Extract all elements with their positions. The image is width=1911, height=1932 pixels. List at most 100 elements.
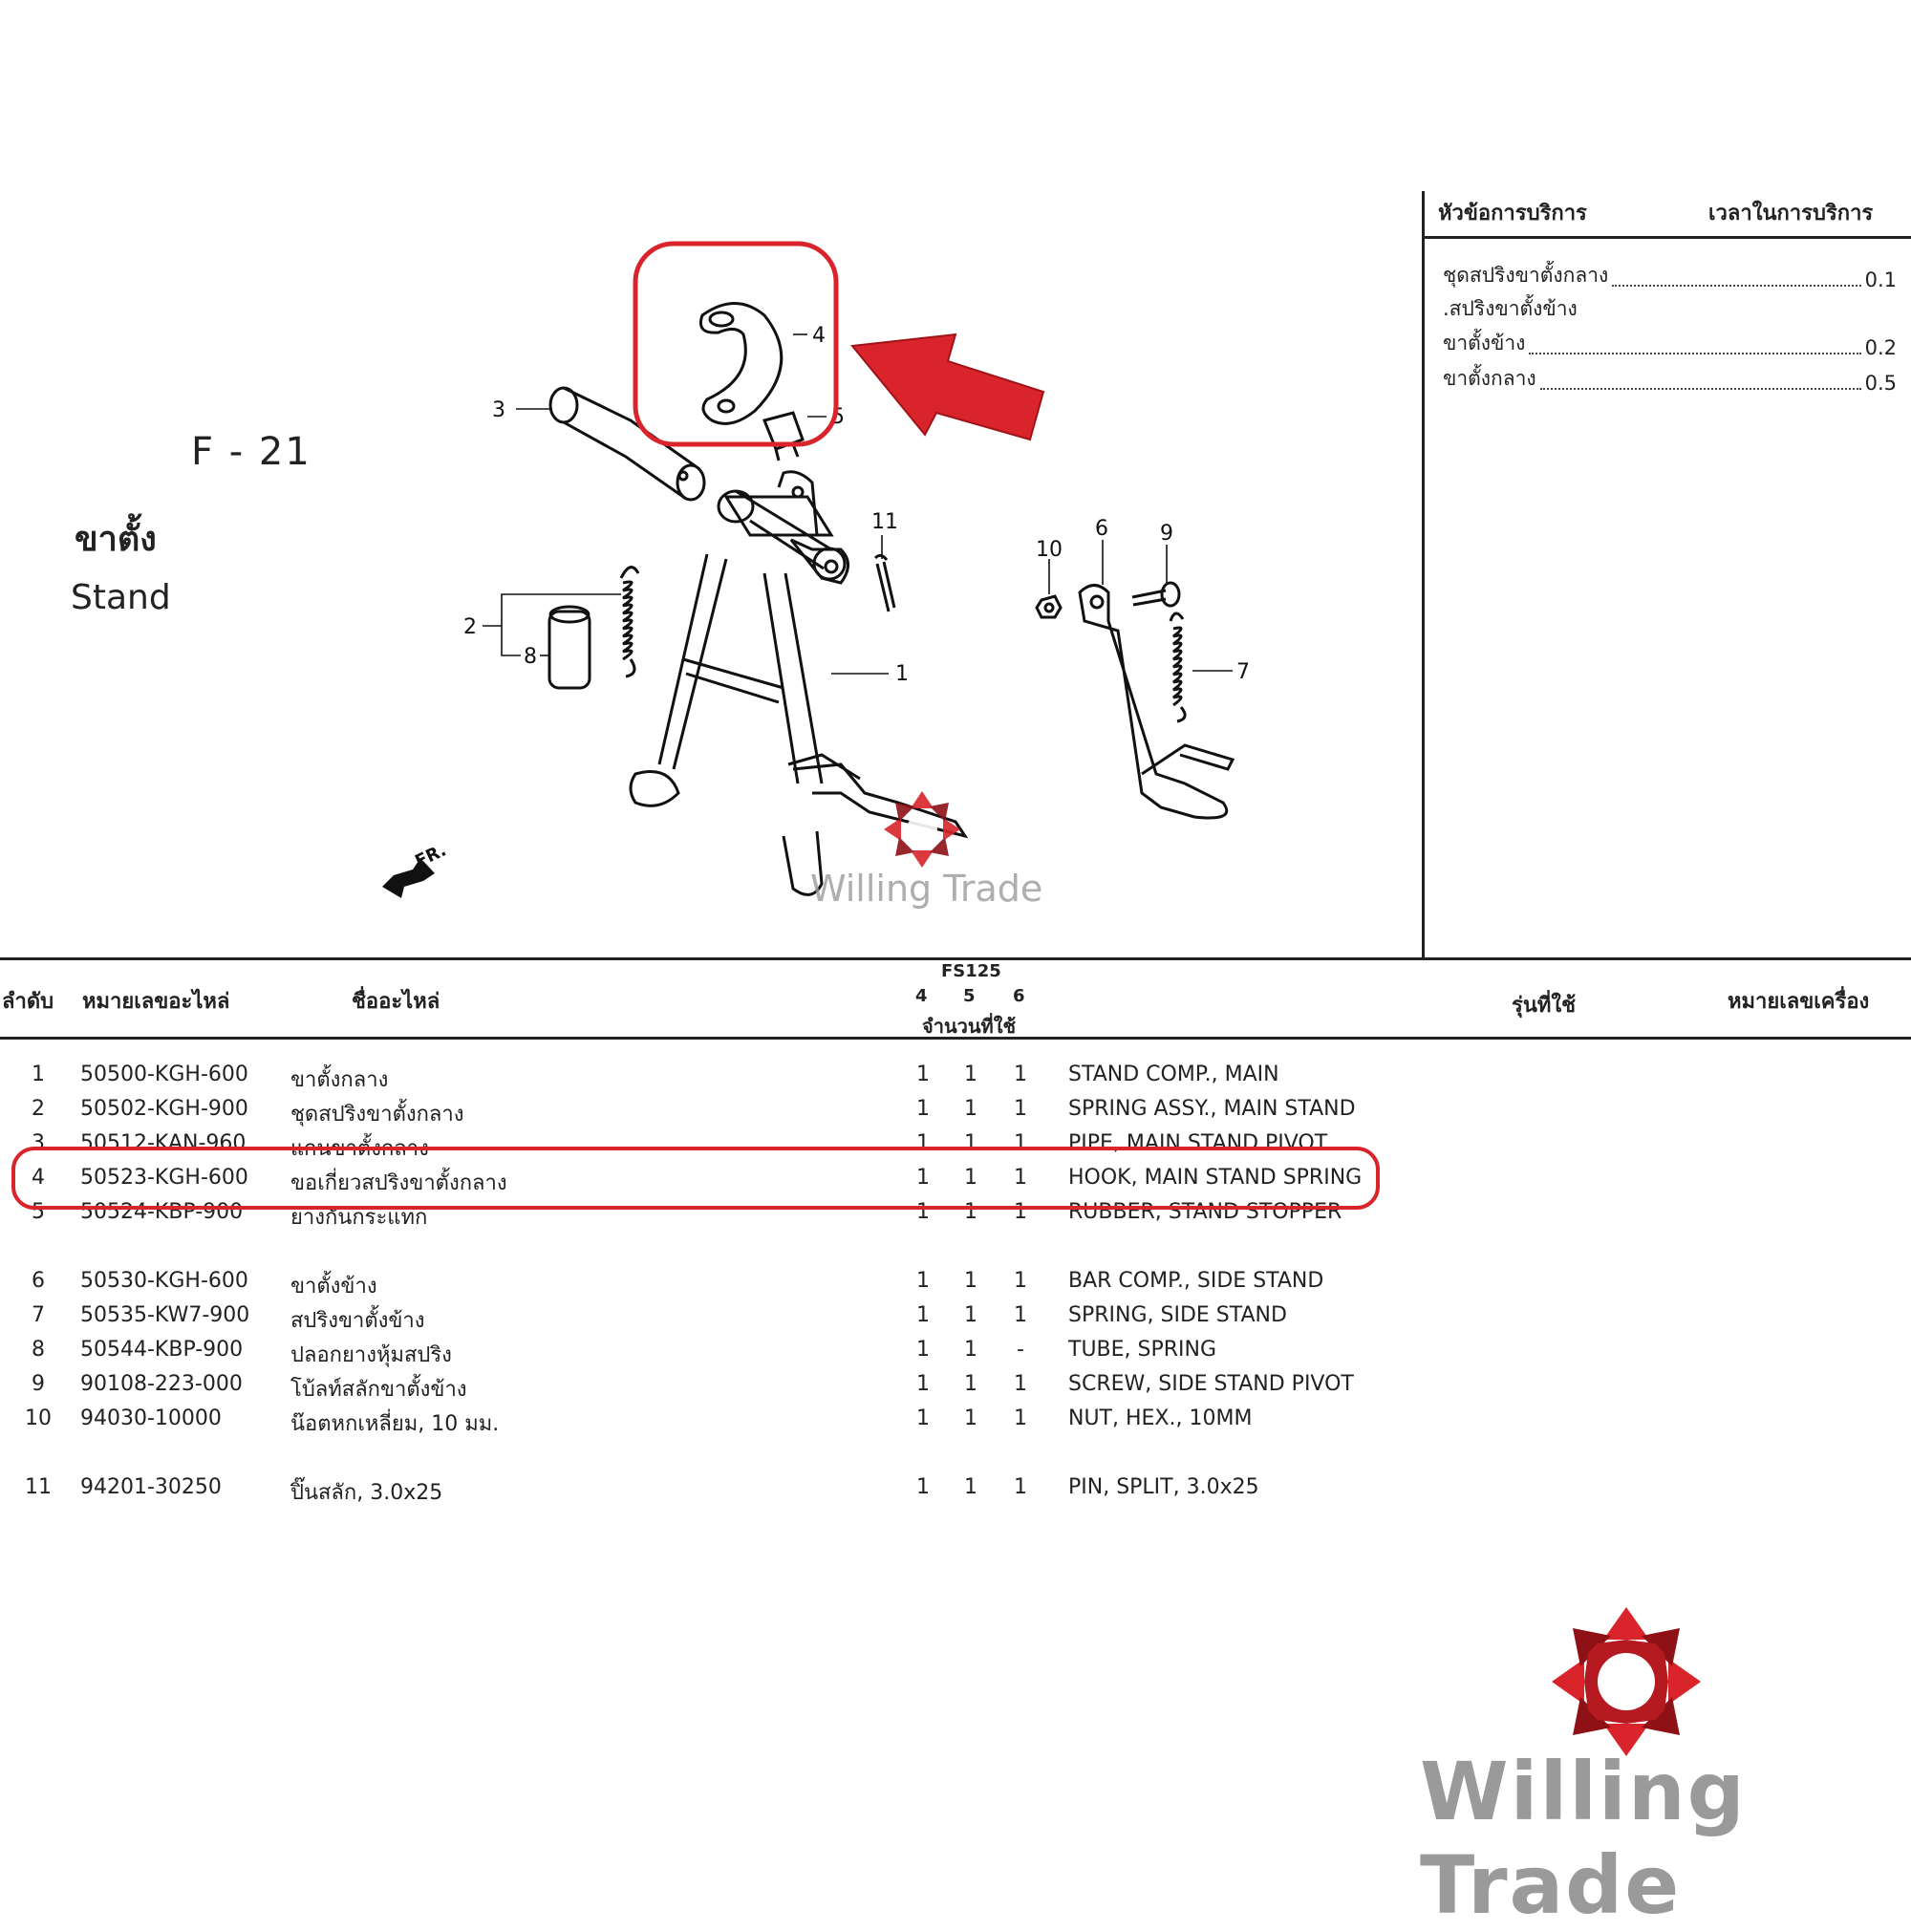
part-name-thai-text: ปิ๊นสลัก, 3.0x25 bbox=[290, 1481, 443, 1505]
part-number: 50524-KBP-900 bbox=[80, 1200, 244, 1224]
col-header-part-name: ชื่ออะไหล่ bbox=[352, 990, 440, 1014]
part-name-english: SPRING, SIDE STAND bbox=[1068, 1303, 1287, 1327]
service-header-item: หัวข้อการบริการ bbox=[1438, 202, 1587, 225]
part-name-english: TUBE, SPRING bbox=[1068, 1338, 1217, 1362]
qty-5: 1 bbox=[964, 1303, 977, 1327]
qty-6: 1 bbox=[1014, 1097, 1027, 1121]
qty-4: 1 bbox=[916, 1166, 930, 1190]
part-name-thai-text: น๊อตหกเหลี่ยม, 10 มม. bbox=[290, 1412, 500, 1436]
part-name-english: PIN, SPLIT, 3.0x25 bbox=[1068, 1475, 1259, 1499]
col-header-part-number: หมายเลขอะไหล่ bbox=[82, 990, 230, 1014]
callout-10: 10 bbox=[1036, 538, 1063, 562]
part-number: 50523-KGH-600 bbox=[80, 1166, 248, 1190]
callout-1: 1 bbox=[895, 662, 909, 686]
callout-6: 6 bbox=[1095, 517, 1108, 541]
col-header-qty: จำนวนที่ใช้ bbox=[922, 1015, 1017, 1038]
qty-5: 1 bbox=[964, 1269, 977, 1293]
part-name-thai-text: สปริงขาตั้งข้าง bbox=[290, 1309, 425, 1333]
qty-6: 1 bbox=[1014, 1303, 1027, 1327]
part-number: 90108-223-000 bbox=[80, 1372, 243, 1396]
qty-4: 1 bbox=[916, 1269, 930, 1293]
part-number: 50530-KGH-600 bbox=[80, 1269, 248, 1293]
qty-6: 1 bbox=[1014, 1269, 1027, 1293]
part-name-english: BAR COMP., SIDE STAND bbox=[1068, 1269, 1324, 1293]
part-7-side-stand-spring bbox=[1169, 612, 1187, 723]
qty-4: 1 bbox=[916, 1372, 930, 1396]
part-name-english: SCREW, SIDE STAND PIVOT bbox=[1068, 1372, 1354, 1396]
part-number: 50500-KGH-600 bbox=[80, 1063, 248, 1086]
qty-5: 1 bbox=[964, 1097, 977, 1121]
part-name-english: STAND COMP., MAIN bbox=[1068, 1063, 1279, 1086]
table-top-rule bbox=[0, 957, 1911, 960]
row-number: 4 bbox=[32, 1166, 45, 1190]
exploded-parts-diagram: 1 2 3 4 5 6 7 8 9 10 11 FR. bbox=[382, 241, 1250, 898]
row-number: 1 bbox=[32, 1063, 45, 1086]
part-name-english: NUT, HEX., 10MM bbox=[1068, 1406, 1253, 1430]
qty-6: 1 bbox=[1014, 1406, 1027, 1430]
watermark-text: Willing Trade bbox=[810, 868, 1043, 910]
row-number: 6 bbox=[32, 1269, 45, 1293]
callout-8: 8 bbox=[524, 645, 537, 669]
qty-col-4: 4 bbox=[915, 986, 928, 1006]
table-row: 10 94030-10000 น๊อตหกเหลี่ยม, 10 มม. 1 1 1 NUT… bbox=[0, 1406, 1911, 1436]
qty-5: 1 bbox=[964, 1338, 977, 1362]
qty-4: 1 bbox=[916, 1303, 930, 1327]
qty-6: 1 bbox=[1014, 1475, 1027, 1499]
brand-name: Willing Trade bbox=[1420, 1745, 1747, 1932]
qty-4: 1 bbox=[916, 1097, 930, 1121]
part-number: 94030-10000 bbox=[80, 1406, 222, 1430]
service-header-time: เวลาในการบริการ bbox=[1708, 202, 1874, 225]
qty-5: 1 bbox=[964, 1063, 977, 1086]
qty-5: 1 bbox=[964, 1475, 977, 1499]
hook-highlight-box bbox=[633, 241, 839, 447]
callout-4: 4 bbox=[812, 324, 826, 348]
qty-4: 1 bbox=[916, 1063, 930, 1086]
figure-title-english: Stand bbox=[71, 578, 171, 617]
col-header-model-used: รุ่นที่ใช้ bbox=[1512, 994, 1577, 1018]
qty-6: - bbox=[1017, 1338, 1024, 1362]
part-name-thai-text: โบ้ลท์สลักขาตั้งข้าง bbox=[290, 1378, 467, 1402]
part-name-thai-text: ปลอกยางหุ้มสปริง bbox=[290, 1343, 452, 1367]
watermark-logo-icon bbox=[884, 791, 960, 868]
qty-col-5: 5 bbox=[963, 986, 976, 1006]
service-row: .สปริงขาตั้งข้าง bbox=[1443, 297, 1578, 320]
row-number: 10 bbox=[25, 1406, 52, 1430]
callout-11: 11 bbox=[871, 510, 898, 534]
callout-7: 7 bbox=[1236, 660, 1250, 684]
part-9-pivot-screw bbox=[1131, 581, 1181, 608]
row-number: 7 bbox=[32, 1303, 45, 1327]
front-label: FR. bbox=[412, 840, 449, 871]
row-number: 9 bbox=[32, 1372, 45, 1396]
qty-6: 1 bbox=[1014, 1166, 1027, 1190]
figure-title-thai: ขาตั้ง bbox=[75, 520, 157, 559]
qty-col-6: 6 bbox=[1013, 986, 1025, 1006]
part-name-english: SPRING ASSY., MAIN STAND bbox=[1068, 1097, 1356, 1121]
row-number: 2 bbox=[32, 1097, 45, 1121]
part-6-side-stand bbox=[1078, 584, 1235, 820]
panel-divider bbox=[1422, 191, 1425, 958]
part-name-thai-text: ขาตั้งข้าง bbox=[290, 1275, 377, 1299]
table-row: 6 50530-KGH-600 ขาตั้งข้าง 1 1 1 BAR COMP., SI… bbox=[0, 1269, 1911, 1299]
callout-2: 2 bbox=[463, 615, 477, 639]
part-number: 94201-30250 bbox=[80, 1475, 222, 1499]
willing-trade-logo-icon bbox=[1552, 1607, 1701, 1756]
row-number: 11 bbox=[25, 1475, 52, 1499]
part-name-thai-text: ขาตั้งกลาง bbox=[290, 1068, 389, 1092]
qty-6: 1 bbox=[1014, 1372, 1027, 1396]
qty-4: 1 bbox=[916, 1406, 930, 1430]
table-header-rule bbox=[0, 1037, 1911, 1040]
part-name-english: PIPE, MAIN STAND PIVOT bbox=[1068, 1131, 1328, 1155]
col-header-no: ลำดับ bbox=[2, 990, 54, 1014]
callout-3: 3 bbox=[492, 398, 505, 422]
part-4-hook bbox=[698, 302, 784, 425]
model-name: FS125 bbox=[941, 961, 1001, 981]
qty-5: 1 bbox=[964, 1406, 977, 1430]
